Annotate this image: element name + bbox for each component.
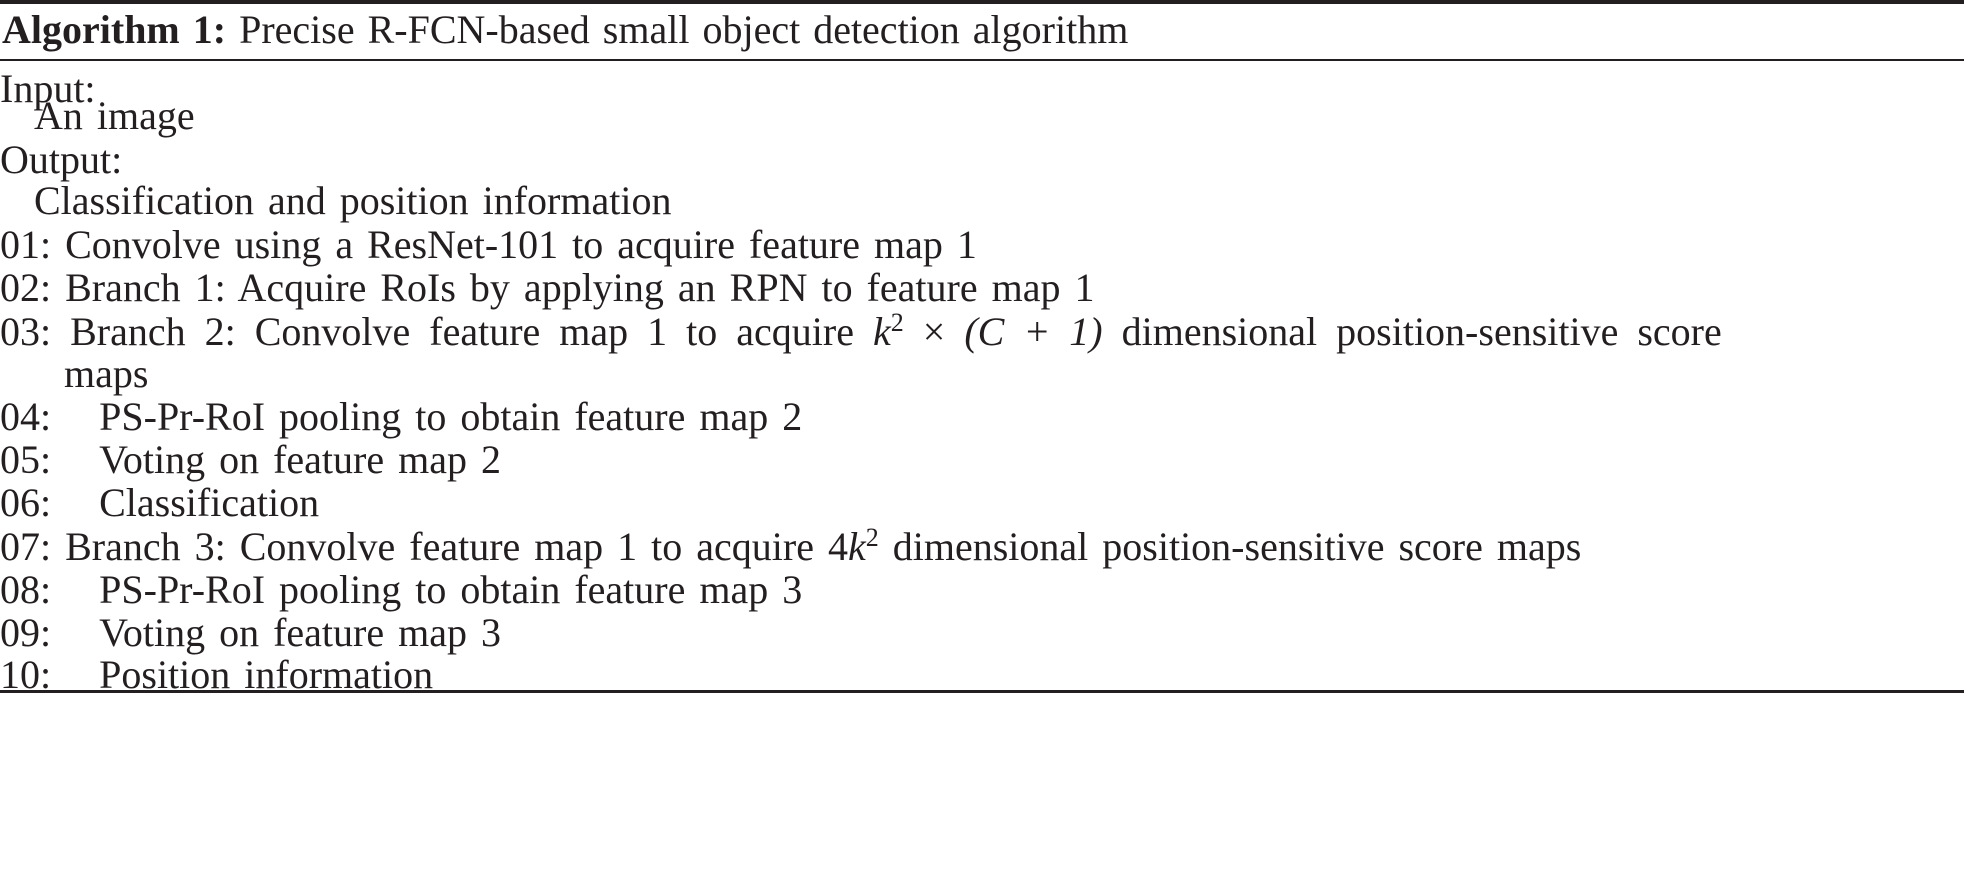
step-text-before: Branch 2: Convolve feature map 1 to acqu…	[70, 309, 854, 354]
step-continuation: maps	[64, 351, 149, 396]
step-text-after: dimensional position-sensitive score map…	[892, 524, 1582, 569]
math-k-squared: k2	[873, 309, 904, 354]
step-line: 06: Classification	[0, 476, 319, 530]
step-text: Position information	[99, 652, 434, 697]
step-text: Convolve using a ResNet-101 to acquire f…	[65, 222, 977, 267]
step-text: Voting on feature map 3	[99, 610, 501, 655]
bottom-rule	[0, 690, 1964, 693]
output-label: Output:	[0, 137, 123, 182]
algorithm-label: Algorithm 1:	[2, 7, 227, 52]
input-value: An image	[34, 93, 195, 138]
step-number: 03:	[0, 309, 52, 354]
math-k: k	[847, 524, 866, 569]
math-times: ×	[922, 309, 946, 354]
step-line: 10: Position information	[0, 648, 433, 702]
step-text: PS-Pr-RoI pooling to obtain feature map …	[99, 394, 803, 439]
output-value: Classification and position information	[34, 178, 672, 223]
step-line: 02: Branch 1: Acquire RoIs by applying a…	[0, 261, 1094, 315]
step-number: 08:	[0, 567, 52, 612]
step-number: 02:	[0, 265, 52, 310]
top-rule	[0, 0, 1964, 4]
step-number: 05:	[0, 437, 52, 482]
step-number: 01:	[0, 222, 52, 267]
math-exponent: 2	[890, 308, 904, 337]
step-text: Voting on feature map 2	[99, 437, 501, 482]
step-number: 09:	[0, 610, 52, 655]
step-text: Classification	[99, 480, 320, 525]
step-line: 05: Voting on feature map 2	[0, 433, 501, 487]
step-number: 10:	[0, 652, 52, 697]
step-line: 03: Branch 2: Convolve feature map 1 to …	[0, 305, 1722, 359]
step-line: 01: Convolve using a ResNet-101 to acqui…	[0, 218, 977, 272]
step-line: 07: Branch 3: Convolve feature map 1 to …	[0, 520, 1581, 574]
algorithm-title: Algorithm 1: Precise R-FCN-based small o…	[2, 2, 1128, 58]
math-exponent: 2	[865, 523, 879, 552]
algorithm-title-text: Precise R-FCN-based small object detecti…	[239, 7, 1129, 52]
step-text: Branch 1: Acquire RoIs by applying an RP…	[65, 265, 1095, 310]
math-coefficient: 4	[827, 524, 848, 569]
math-c-plus-1: (C + 1)	[964, 309, 1103, 354]
step-text: PS-Pr-RoI pooling to obtain feature map …	[99, 567, 803, 612]
step-number: 07:	[0, 524, 52, 569]
step-line: 09: Voting on feature map 3	[0, 606, 501, 660]
math-4k-squared: 4k2	[828, 524, 879, 569]
step-number: 06:	[0, 480, 52, 525]
step-number: 04:	[0, 394, 52, 439]
step-text-after: dimensional position-sensitive score	[1121, 309, 1722, 354]
header-rule	[0, 59, 1964, 61]
math-k: k	[872, 309, 891, 354]
step-line: 08: PS-Pr-RoI pooling to obtain feature …	[0, 563, 802, 617]
input-label: Input:	[0, 66, 96, 111]
step-text-before: Branch 3: Convolve feature map 1 to acqu…	[65, 524, 814, 569]
step-line: 04: PS-Pr-RoI pooling to obtain feature …	[0, 390, 802, 444]
